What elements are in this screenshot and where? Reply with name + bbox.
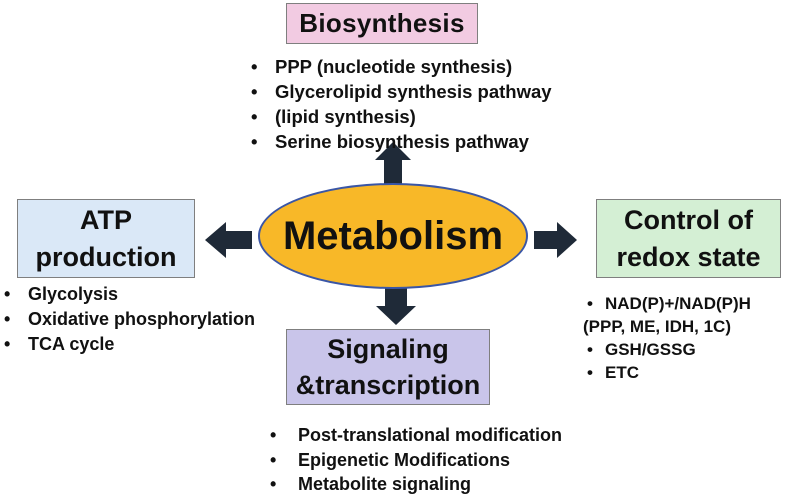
signaling-transcription-box: Signaling &transcription bbox=[286, 329, 490, 405]
signaling-transcription-title: Signaling &transcription bbox=[295, 334, 481, 400]
list-item: Glycerolipid synthesis pathway bbox=[247, 79, 552, 104]
signaling-transcription-list: Post-translational modification Epigenet… bbox=[266, 423, 562, 497]
list-item: Serine biosynthesis pathway bbox=[247, 129, 552, 154]
list-item-continuation: (PPP, ME, IDH, 1C) bbox=[583, 317, 731, 336]
arrow-down-to-signaling bbox=[376, 284, 416, 325]
atp-production-box: ATP production bbox=[17, 199, 195, 278]
arrow-right-to-redox bbox=[534, 222, 577, 258]
biosynthesis-title: Biosynthesis bbox=[299, 8, 465, 38]
list-item: Epigenetic Modifications bbox=[266, 448, 562, 473]
center-label: Metabolism bbox=[282, 213, 504, 258]
metabolism-center-ellipse: Metabolism bbox=[258, 183, 528, 289]
redox-control-box: Control of redox state bbox=[596, 199, 781, 278]
arrow-left-to-atp bbox=[205, 222, 252, 258]
redox-control-title: Control of redox state bbox=[616, 204, 761, 272]
list-item: GSH/GSSG bbox=[583, 338, 751, 361]
list-item: TCA cycle bbox=[0, 332, 255, 357]
list-item: NAD(P)+/NAD(P)H bbox=[583, 292, 751, 315]
list-item: Post-translational modification bbox=[266, 423, 562, 448]
list-item: Metabolite signaling bbox=[266, 472, 562, 497]
redox-control-list: NAD(P)+/NAD(P)H (PPP, ME, IDH, 1C) GSH/G… bbox=[583, 292, 751, 384]
list-item: ETC bbox=[583, 361, 751, 384]
atp-production-list: Glycolysis Oxidative phosphorylation TCA… bbox=[0, 282, 255, 357]
biosynthesis-list: PPP (nucleotide synthesis) Glycerolipid … bbox=[247, 54, 552, 154]
list-item: Oxidative phosphorylation bbox=[0, 307, 255, 332]
atp-production-title: ATP production bbox=[35, 204, 177, 272]
biosynthesis-box: Biosynthesis bbox=[286, 3, 478, 44]
list-item: PPP (nucleotide synthesis) bbox=[247, 54, 552, 79]
list-item: (lipid synthesis) bbox=[247, 104, 552, 129]
list-item: Glycolysis bbox=[0, 282, 255, 307]
